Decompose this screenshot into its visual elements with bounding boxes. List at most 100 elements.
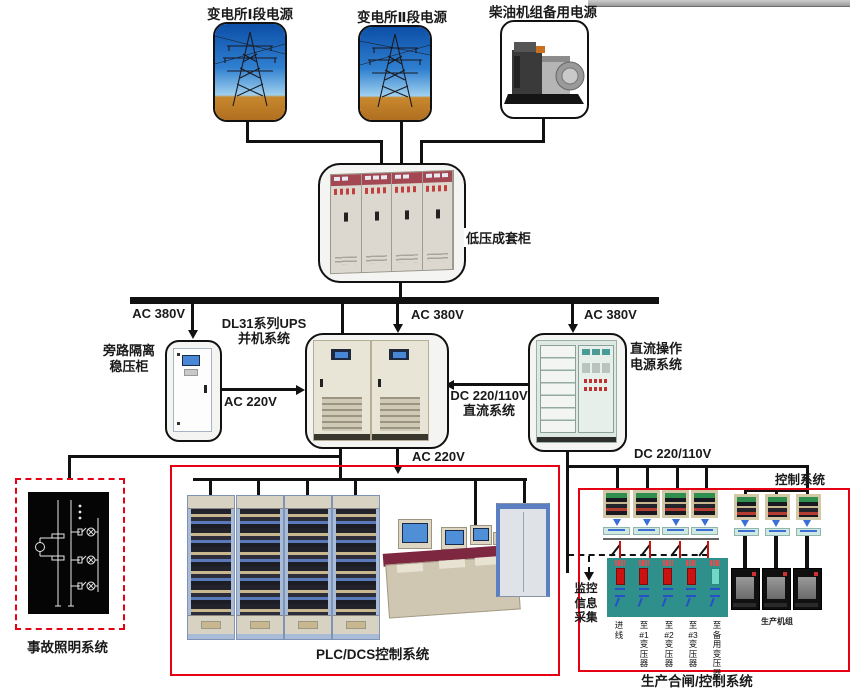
wire — [775, 491, 778, 496]
wire — [453, 383, 529, 386]
wire — [566, 448, 569, 573]
source-3-label: 柴油机组备用电源 — [489, 5, 597, 20]
wire — [400, 118, 403, 166]
control-system-label: 控制系统 — [775, 473, 826, 487]
down-arrow-icon — [701, 519, 709, 526]
relay-device-image — [765, 494, 790, 520]
wire — [646, 468, 649, 490]
ac220-bypass-label: AC 220V — [224, 394, 277, 409]
arrow-down-icon — [392, 465, 403, 474]
source-2-label: 变电所Ⅱ段电源 — [357, 10, 447, 25]
arrow-down-icon — [567, 324, 578, 333]
wire — [257, 481, 260, 495]
device-tag — [691, 527, 718, 535]
ac380-right-label: AC 380V — [584, 307, 637, 322]
bypass-label: 旁路隔离 稳压柜 — [102, 343, 155, 374]
plc-cabinet-image — [187, 495, 235, 640]
divider-line — [603, 538, 719, 540]
bay-label: 进线 — [614, 620, 624, 640]
relay-device-image — [734, 494, 759, 520]
operator-console-image — [382, 512, 523, 627]
device-tag — [662, 527, 689, 535]
down-arrow-icon — [613, 519, 621, 526]
production-unit-image — [731, 568, 760, 610]
plc-cabinet-image — [236, 495, 284, 640]
wire — [523, 481, 526, 504]
down-arrow-icon — [643, 519, 651, 526]
generator-photo-icon — [504, 42, 585, 104]
wire — [744, 491, 747, 496]
relay-device-image — [796, 494, 821, 520]
dc-cabinet-image — [536, 340, 617, 443]
bay-label: 至#3变压器 — [688, 620, 698, 669]
production-unit-image — [762, 568, 791, 610]
monitoring-dashed-drop — [588, 556, 590, 573]
wire — [774, 534, 778, 570]
wire — [705, 468, 708, 490]
wire — [542, 114, 545, 143]
wire — [743, 534, 747, 570]
ac220-output-label: AC 220V — [412, 449, 465, 464]
wire — [805, 534, 809, 570]
arrow-right-icon — [296, 384, 305, 395]
emergency-circuit-image — [28, 492, 109, 614]
down-arrow-icon — [803, 520, 811, 527]
relay-device-image — [603, 490, 630, 518]
device-tag — [734, 528, 759, 536]
bypass-cabinet-image — [173, 348, 212, 432]
production-unit-image — [793, 568, 822, 610]
device-tag — [796, 528, 821, 536]
wire — [341, 304, 344, 334]
wire — [676, 468, 679, 490]
ups-cabinet-image — [371, 340, 429, 441]
wire — [806, 468, 809, 489]
wire — [616, 468, 619, 490]
ups-cabinet-image — [313, 340, 371, 441]
production-units-label: 生产机组 — [761, 617, 793, 626]
arrow-left-icon — [445, 379, 454, 390]
ac380-mid-label: AC 380V — [411, 307, 464, 322]
down-arrow-icon — [741, 520, 749, 527]
source-1-label: 变电所Ⅰ段电源 — [206, 7, 294, 22]
plc-bus — [193, 478, 527, 481]
arrow-down-icon — [584, 572, 594, 581]
production-control-box — [578, 488, 850, 672]
wire — [209, 481, 212, 495]
device-tag — [633, 527, 660, 535]
arrow-down-icon — [392, 324, 403, 333]
wire — [571, 304, 574, 325]
lv-cabinet-label: 低压成套柜 — [464, 228, 534, 247]
tower-photo-icon — [215, 24, 285, 120]
server-cabinet-image — [496, 503, 550, 597]
dc-bus-label: DC 220/110V — [634, 446, 712, 461]
dc-busbar — [566, 465, 809, 468]
dc-to-ups-label: DC 220/110V 直流系统 — [450, 388, 528, 418]
wire — [806, 491, 809, 496]
wire — [246, 118, 249, 142]
emergency-lighting-label: 事故照明系统 — [27, 640, 108, 655]
main-ac-busbar — [130, 297, 659, 304]
bay-label: 至备用变压器 — [712, 620, 722, 678]
mimic-panel-image — [607, 558, 728, 617]
ups-title-line2: 并机系统 — [237, 331, 290, 346]
ups-title: DL31系列UPS 并机系统 — [212, 316, 316, 346]
wire — [218, 388, 297, 391]
device-tag — [765, 528, 790, 536]
wire — [306, 481, 309, 495]
bay-label: 至#2变压器 — [664, 620, 674, 669]
arrow-down-icon — [187, 330, 198, 339]
substation-1-photo — [213, 22, 287, 122]
plc-cabinet-image — [284, 495, 332, 640]
wire — [68, 455, 71, 478]
wire — [420, 140, 545, 143]
wire — [396, 445, 399, 466]
wire — [339, 445, 342, 480]
wire — [380, 140, 383, 166]
wire — [420, 140, 423, 166]
control-sub-bus — [744, 489, 809, 492]
wire — [399, 278, 402, 298]
dc-operation-label: 直流操作 电源系统 — [630, 341, 683, 372]
wire — [246, 140, 383, 143]
ups-title-line1: DL31系列UPS — [221, 316, 307, 331]
relay-device-image — [662, 490, 689, 518]
